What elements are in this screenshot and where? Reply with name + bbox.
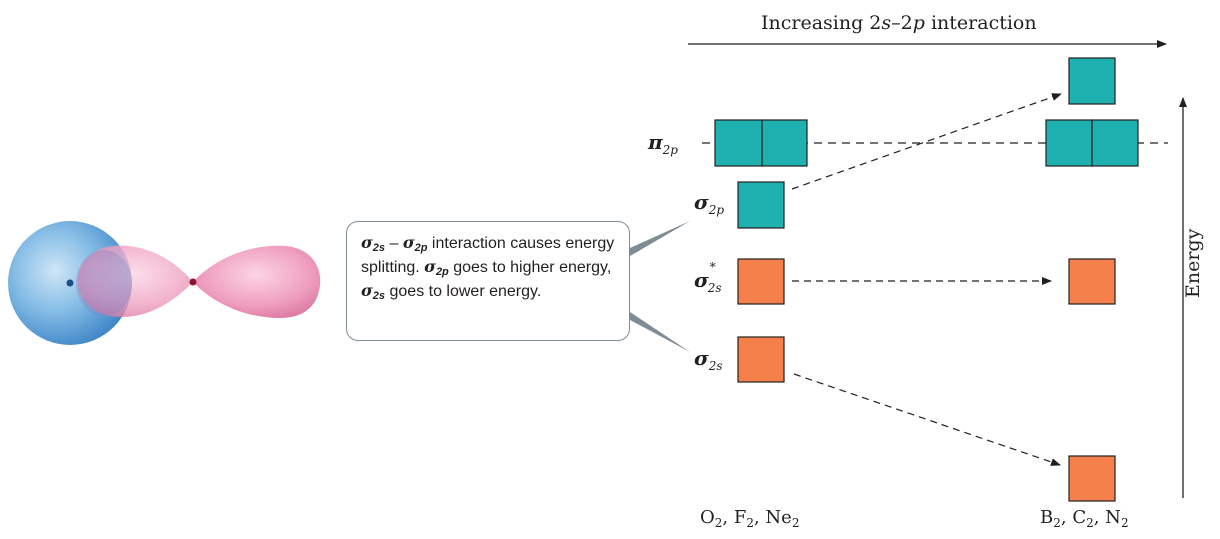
nucleus-right-dot [189,278,197,286]
title-s: s [881,12,892,34]
p-orbital-right-lobe [193,245,321,318]
sigma2p-box-right [1068,57,1116,105]
sigma2p-symbol: σ [694,190,709,214]
callout-sub-2: 2p [414,242,428,254]
pi2p-label: π2p [648,130,678,157]
mol-left-a: O [700,507,715,528]
pi2p-box-right-2 [1091,119,1139,167]
right-molecules-label: B2, C2, N2 [1040,507,1129,530]
sigma2s-star-symbol: σ [694,268,709,292]
sigma2p-box-left [737,181,785,229]
sigma2p-correlation-arrow [791,93,1062,190]
title-p: p [912,12,925,34]
mol-left-b-sub: 2 [746,516,754,530]
pi2p-symbol: π [648,130,663,154]
p-orbital-left-lobe [77,245,193,318]
title-dash: –2 [891,12,913,34]
mol-right-b: , C [1060,507,1087,528]
callout-pointer-lower [630,312,690,352]
callout-sigma-3: σ [424,257,436,276]
sigma2p-subscript: 2p [708,203,725,217]
callout-sep: – [385,235,403,252]
callout-sub-4: 2s [372,290,386,302]
pi2p-box-left-1 [714,119,763,167]
title-text-pre: Increasing 2 [761,12,882,34]
pi2p-subscript: 2p [662,143,678,157]
sigma2s-label: σ2s [694,346,723,373]
callout-sub-3: 2p [435,266,449,278]
sigma2s-correlation-arrow [793,373,1061,466]
mol-right-b-sub: 2 [1086,516,1094,530]
callout-text-2: goes to higher energy, [448,259,612,276]
mol-right-c: , N [1093,507,1121,528]
callout-text-3: goes to lower energy. [385,283,542,300]
diagram-title: Increasing 2s–2p interaction [761,12,1037,34]
mol-right-a-sub: 2 [1053,516,1061,530]
left-column-orbitals [714,119,808,383]
left-molecules-label: O2, F2, Ne2 [700,507,800,530]
sigma2s-symbol: σ [694,346,709,370]
sigma2s-subscript: 2s [708,359,723,373]
pi2p-box-right-1 [1045,119,1093,167]
orbital-overlap-illustration [8,221,321,345]
callout-sigma-2: σ [402,233,415,252]
sigma2s-star-box-right [1068,258,1116,305]
mol-right-a: B [1040,507,1054,528]
right-column-orbitals [1045,57,1139,502]
callout-sigma-1: σ [361,233,373,252]
mol-right-c-sub: 2 [1120,516,1129,530]
title-text-post: interaction [924,12,1037,34]
sigma2s-star-box-left [737,258,785,305]
sigma2s-star-superscript: * [709,260,716,275]
mol-left-a-sub: 2 [714,516,723,530]
energy-axis-label: Energy [1182,228,1204,298]
orbital-overlap-region [76,250,132,316]
sigma2s-star-label: σ* 2s [694,261,729,295]
mol-left-c-sub: 2 [791,516,800,530]
callout-pointer-upper [630,221,690,256]
nucleus-left-dot [66,279,74,287]
callout-sigma-4: σ [361,281,373,300]
sigma2s-box-right [1068,455,1116,502]
mol-left-b: , F [722,507,747,528]
sigma2s-box-left [737,336,785,383]
sigma2p-label: σ2p [694,190,725,217]
callout-text-1: interaction causes energy splitting. [361,235,615,276]
sigma2s-star-subscript: 2s [707,281,722,295]
callout-sub-1: 2s [372,242,386,254]
callout-box: σ2s – σ2p interaction causes energy spli… [346,221,630,341]
pi2p-box-left-2 [761,119,808,167]
mol-left-c: , Ne [753,507,792,528]
